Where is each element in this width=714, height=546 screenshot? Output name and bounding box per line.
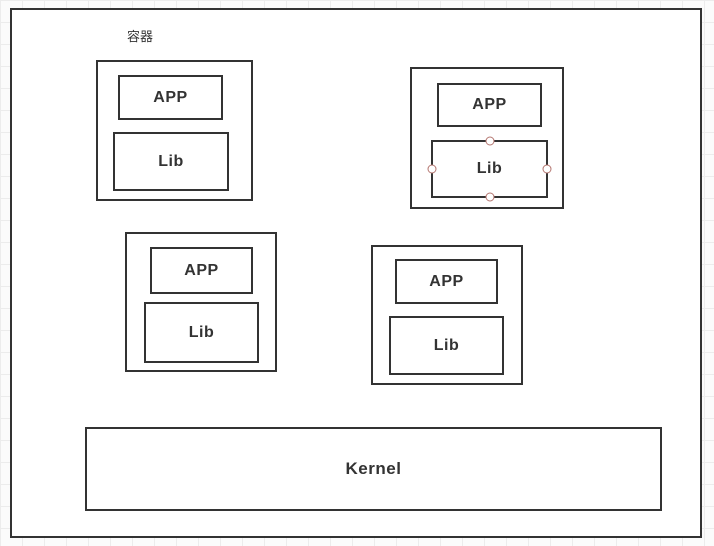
lib-box-3-label: Lib bbox=[188, 323, 215, 341]
resize-handle-left[interactable] bbox=[427, 164, 437, 174]
container-shape-4[interactable]: APP Lib bbox=[371, 245, 523, 385]
resize-handle-bottom[interactable] bbox=[485, 192, 494, 202]
lib-box-2-label: Lib bbox=[476, 160, 503, 177]
container-shape-3[interactable]: APP Lib bbox=[125, 232, 277, 372]
lib-box-4-label: Lib bbox=[433, 336, 460, 354]
lib-box-4[interactable]: Lib bbox=[389, 316, 504, 375]
app-box-1[interactable]: APP bbox=[118, 75, 223, 120]
kernel-label: Kernel bbox=[345, 459, 402, 478]
lib-box-1[interactable]: Lib bbox=[113, 132, 229, 191]
lib-box-1-label: Lib bbox=[158, 152, 184, 170]
app-box-3-label: APP bbox=[184, 261, 219, 279]
container-shape-2[interactable]: APP Lib bbox=[410, 67, 564, 209]
app-box-2[interactable]: APP bbox=[437, 83, 542, 127]
app-box-3[interactable]: APP bbox=[150, 247, 253, 294]
kernel-shape[interactable]: Kernel bbox=[85, 427, 662, 511]
lib-box-2[interactable]: Lib bbox=[427, 136, 552, 202]
resize-handle-right[interactable] bbox=[542, 164, 552, 174]
resize-handle-top[interactable] bbox=[485, 136, 494, 146]
app-box-4-label: APP bbox=[429, 272, 464, 290]
app-box-4[interactable]: APP bbox=[395, 259, 498, 304]
container-shape-1[interactable]: APP Lib bbox=[96, 60, 253, 201]
lib-box-3[interactable]: Lib bbox=[144, 302, 259, 363]
app-box-2-label: APP bbox=[472, 96, 507, 113]
diagram-title-label[interactable]: 容器 bbox=[127, 29, 154, 44]
app-box-1-label: APP bbox=[153, 88, 188, 106]
